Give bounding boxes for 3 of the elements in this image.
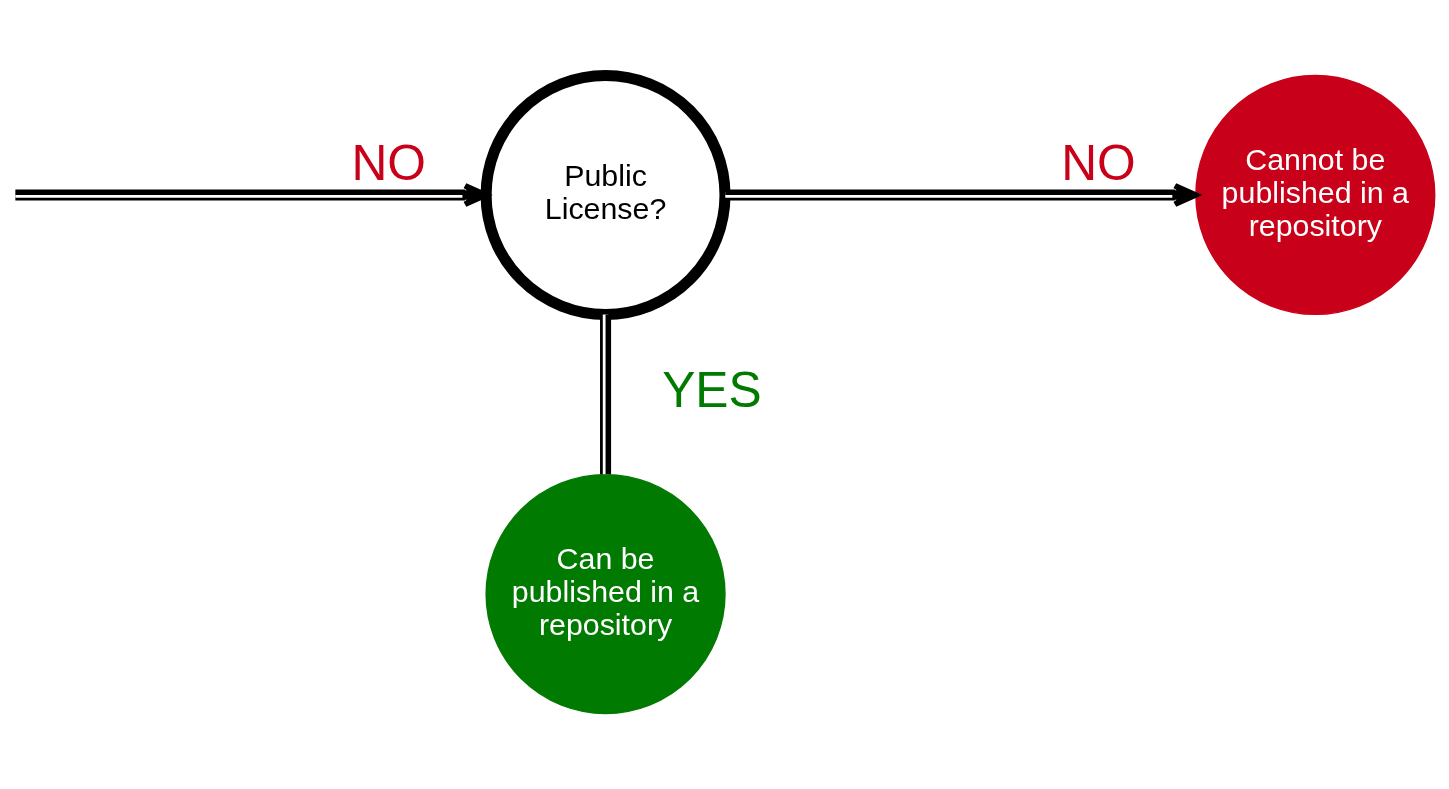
- edge-label: YES: [662, 361, 762, 418]
- edge-label: NO: [351, 134, 427, 191]
- edge-label: NO: [1061, 134, 1136, 191]
